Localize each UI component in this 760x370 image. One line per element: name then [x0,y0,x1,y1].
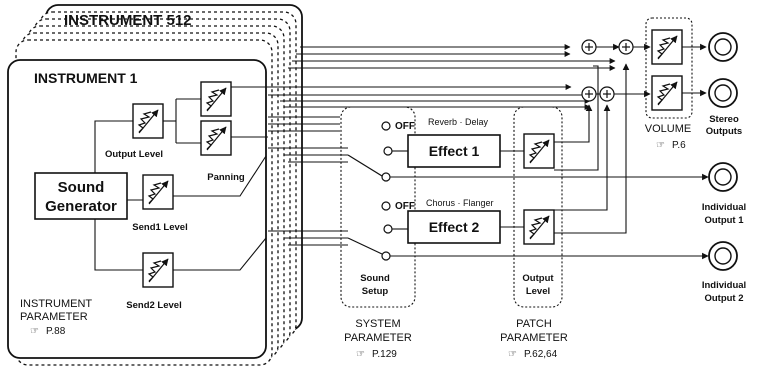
panning-label: Panning [207,172,245,183]
volume-ref-icon: ☞ [656,140,665,151]
system-parameter-ref-icon: ☞ [356,349,365,360]
effect2-off-label: OFF [395,201,415,212]
instrument-parameter-ref: P.88 [46,326,66,337]
stereo-outputs-line1: Stereo [709,114,739,125]
instrument-1-title: INSTRUMENT 1 [34,70,138,86]
sound-generator-label-line2: Generator [45,198,117,215]
patch-parameter-line2: PARAMETER [500,332,568,344]
volume-right-fader-icon [652,76,682,110]
output-level-label: Output Level [105,149,163,160]
individual-output2-line1: Individual [702,280,746,291]
instrument-parameter-line1: INSTRUMENT [20,298,92,310]
mixer-plus-icon [581,39,597,55]
volume-left-fader-icon [652,30,682,64]
output-jacks [708,32,738,271]
effect-wiring [390,63,709,260]
effect2-output-fader-icon [524,210,554,244]
mixer-nodes [581,39,634,102]
system-parameter-ref: P.129 [372,349,397,360]
system-parameter-line2: PARAMETER [344,332,412,344]
sound-setup-label-line1: Sound [360,273,390,284]
individual-output1-jack-icon [708,162,738,192]
instrument-512-title: INSTRUMENT 512 [64,12,192,29]
individual-output2-line2: Output 2 [704,293,743,304]
individual-output2-jack-icon [708,241,738,271]
send2-level-label: Send2 Level [126,300,181,311]
patch-parameter-panel [513,106,563,308]
panning-fader-top-icon [201,82,231,116]
volume-label: VOLUME [645,123,691,135]
output-level2-line1: Output [522,273,554,284]
sound-generator-box [34,172,128,220]
volume-panel [645,17,693,119]
reverb-delay-label: Reverb · Delay [428,117,489,127]
patch-parameter-ref: P.62,64 [524,349,558,360]
stereo-left-jack-icon [708,32,738,62]
mixer-plus-icon [599,86,615,102]
stereo-right-jack-icon [708,78,738,108]
system-parameter-panel [340,106,416,308]
instrument-internal-wiring [94,86,268,271]
output-level-fader-icon [133,104,163,138]
mixer-wiring [596,43,651,98]
individual-output1-line2: Output 1 [704,215,744,226]
individual-output1-line1: Individual [702,202,746,213]
chorus-flanger-label: Chorus · Flanger [426,198,494,208]
mixer-plus-icon [581,86,597,102]
sound-setup-label-line2: Setup [362,286,389,297]
bus-lines [268,44,616,246]
effect2-label: Effect 2 [429,219,480,235]
send1-level-label: Send1 Level [132,222,187,233]
send2-level-fader-icon [143,253,173,287]
panning-fader-bottom-icon [201,121,231,155]
send1-level-fader-icon [143,175,173,209]
mixer-plus-icon [618,39,634,55]
output-level2-line2: Level [526,286,550,297]
sound-generator-label-line1: Sound [58,179,105,196]
patch-parameter-ref-icon: ☞ [508,349,517,360]
effect1-label: Effect 1 [429,143,480,159]
instrument-parameter-ref-icon: ☞ [30,326,39,337]
patch-parameter-line1: PATCH [516,318,552,330]
sound-setup-switches [347,121,393,261]
effect1-output-fader-icon [524,134,554,168]
effect2-box [407,210,501,244]
volume-ref: P.6 [672,140,686,151]
instrument-parameter-line2: PARAMETER [20,311,88,323]
stereo-outputs-line2: Outputs [706,126,742,137]
effect1-off-label: OFF [395,121,415,132]
system-parameter-line1: SYSTEM [355,318,400,330]
